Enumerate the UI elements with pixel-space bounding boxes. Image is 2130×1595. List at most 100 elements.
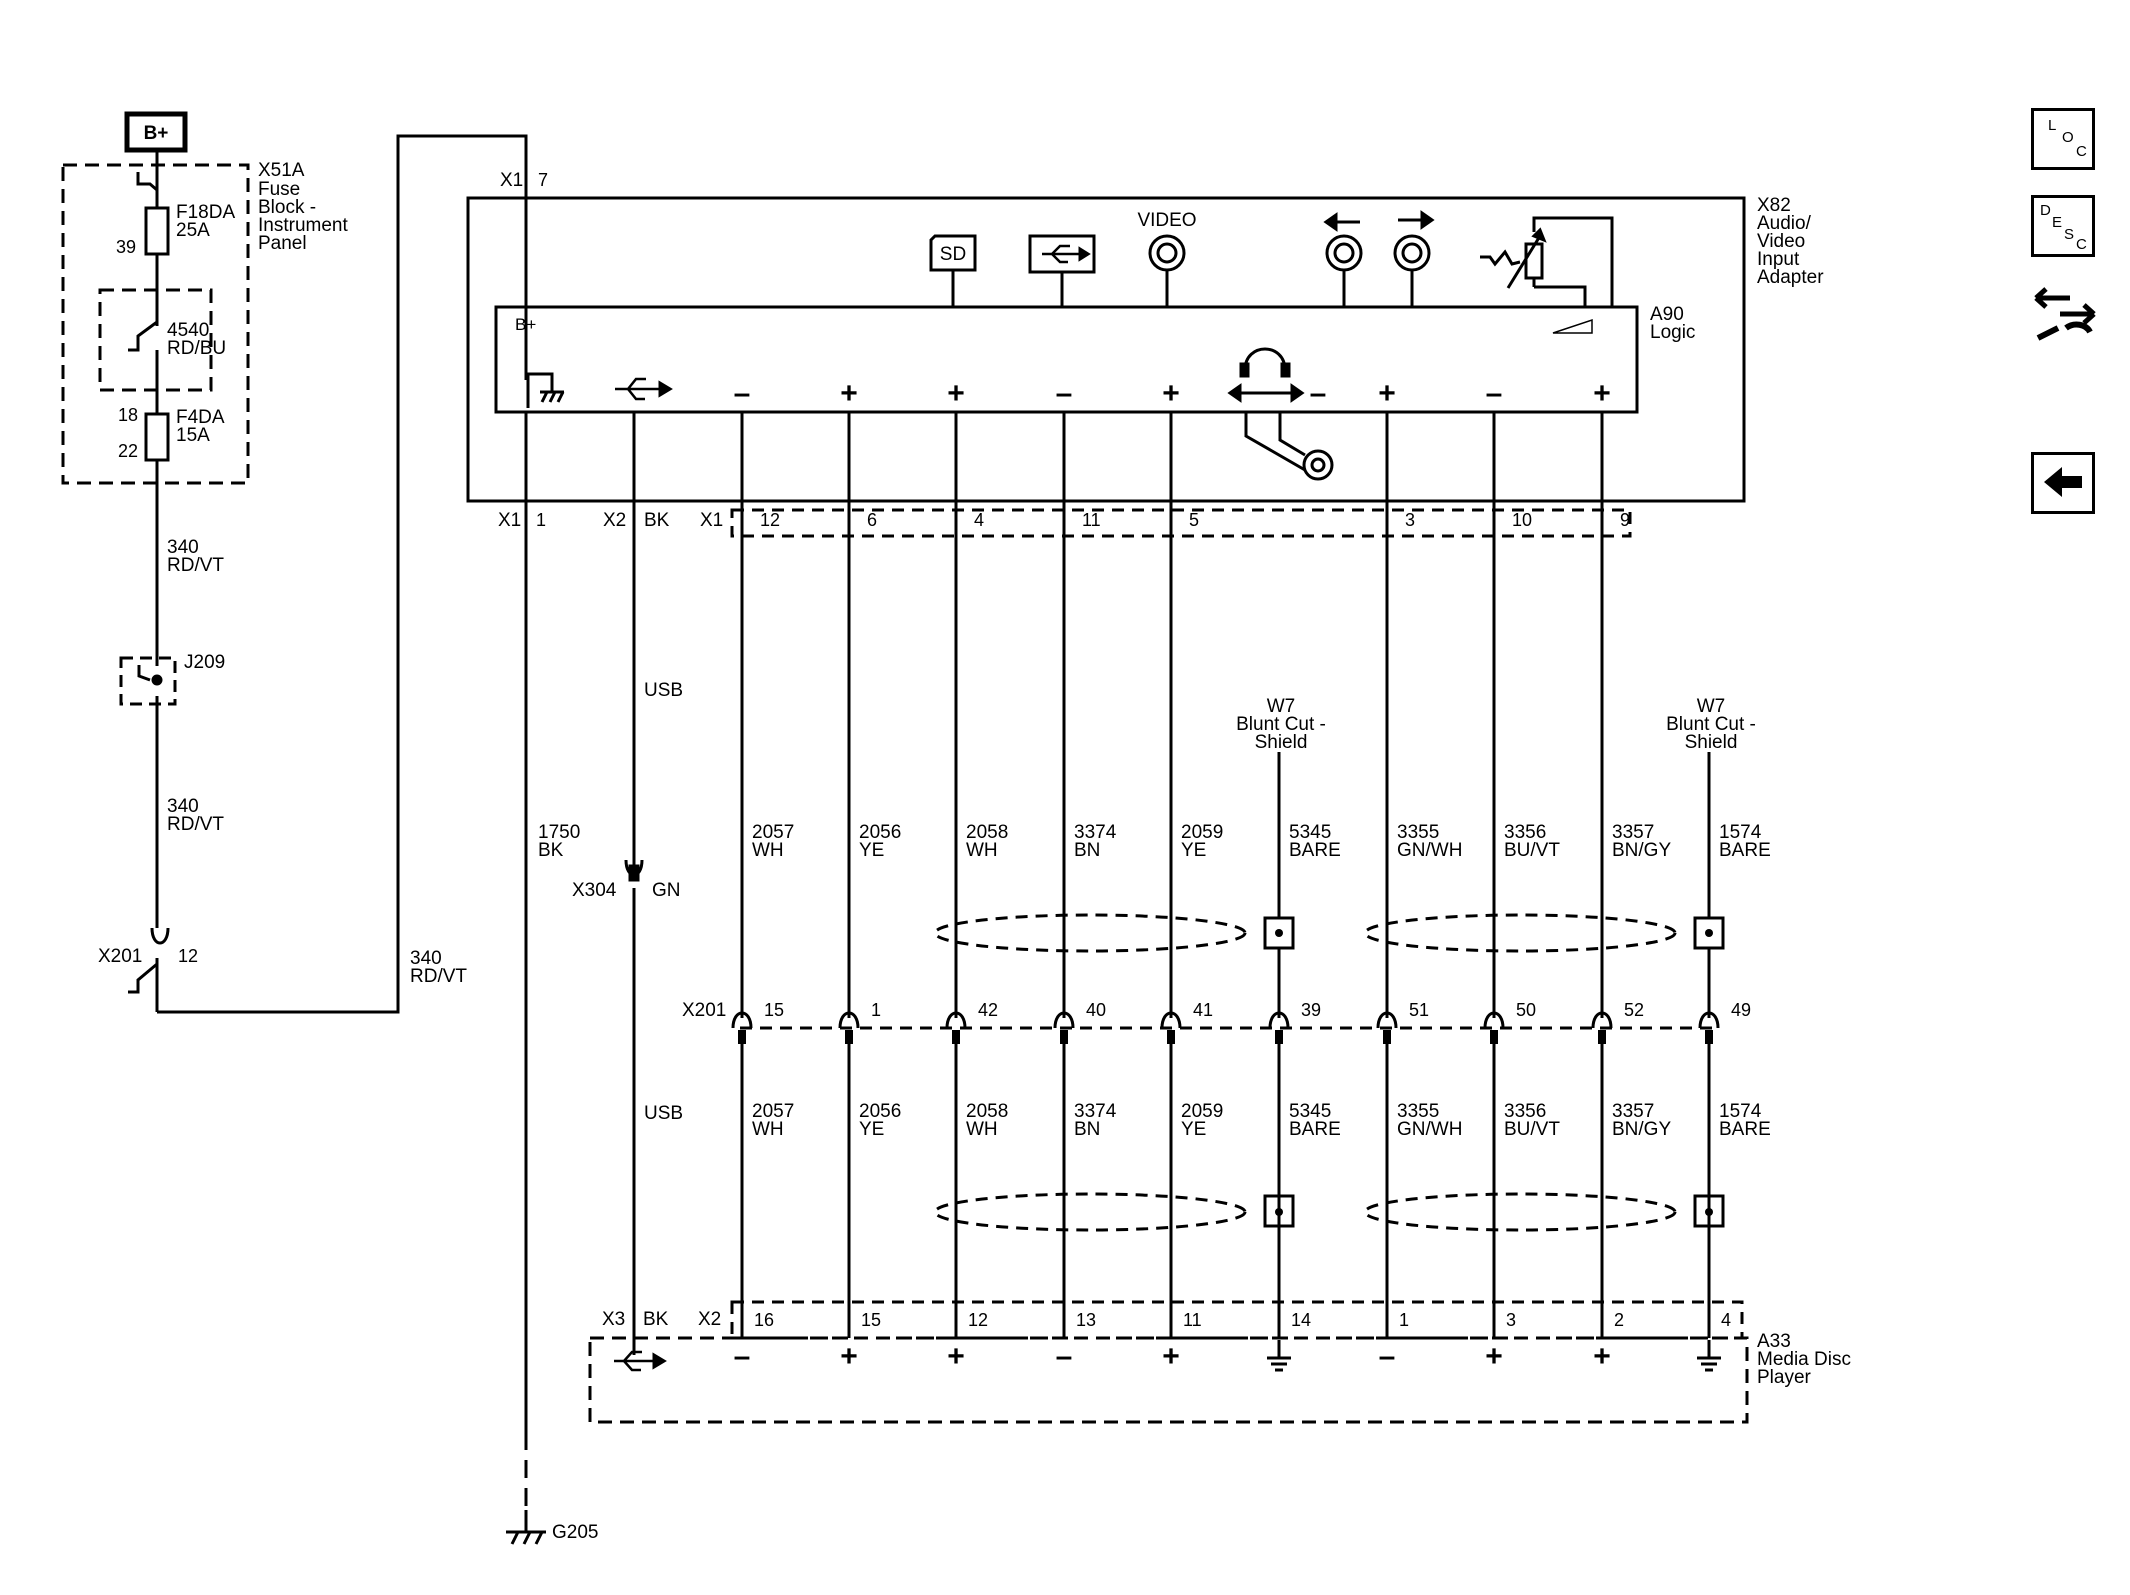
svg-text:X2: X2 [698, 1309, 721, 1330]
wire-circuit: 2056 [859, 1101, 901, 1122]
wire-color: YE [1181, 1119, 1206, 1140]
inline-x201-pin [1060, 1030, 1068, 1044]
shield-ellipse [933, 913, 1247, 953]
a33-pin-number: 14 [1291, 1310, 1311, 1330]
a33-pin-number: 3 [1506, 1310, 1516, 1330]
splice-j209 [119, 656, 177, 706]
svg-text:X1: X1 [500, 170, 523, 191]
inline-x201 [1698, 1011, 1720, 1029]
description-button[interactable]: D E S C [2031, 195, 2095, 257]
svg-text:Audio/: Audio/ [1757, 213, 1812, 234]
module-x82-outline [466, 196, 1746, 503]
x201-pin-number: 42 [978, 1000, 998, 1020]
wire-color: BARE [1289, 1119, 1341, 1140]
fuse-f18da [144, 206, 170, 256]
module-x82-connector: X82 [1757, 195, 1791, 216]
polarity-sign: – [1379, 1340, 1396, 1373]
module-a33-outline [588, 1336, 1749, 1424]
svg-text:Blunt Cut -: Blunt Cut - [1236, 714, 1326, 735]
x1-pin-number: 3 [1405, 510, 1415, 530]
wire-4540-circuit: 4540 [167, 320, 209, 341]
inline-x201-pin [1705, 1030, 1713, 1044]
x1-pin-number: 10 [1512, 510, 1532, 530]
wire-color: BU/VT [1504, 840, 1560, 861]
svg-text:15A: 15A [176, 425, 210, 446]
polarity-sign: – [734, 377, 751, 410]
svg-text:12: 12 [178, 946, 198, 966]
svg-text:BK: BK [644, 510, 670, 531]
connector-x201-label: X201 [682, 1000, 726, 1021]
wire-circuit: 3357 [1612, 1101, 1654, 1122]
inline-x201-pin [1490, 1030, 1498, 1044]
wire-color: YE [1181, 840, 1206, 861]
audio-right-jack-icon [1393, 234, 1431, 272]
shield-ellipse [1363, 913, 1677, 953]
x1-pin-number: 12 [760, 510, 780, 530]
inline-x201 [1483, 1011, 1505, 1029]
polarity-sign: + [1378, 377, 1396, 410]
svg-text:Media Disc: Media Disc [1757, 1349, 1851, 1370]
svg-text:RD/BU: RD/BU [167, 338, 226, 359]
wire-circuit: 2057 [752, 822, 794, 843]
inline-x201-left [150, 927, 170, 945]
wire-circuit: 3356 [1504, 822, 1546, 843]
svg-text:1: 1 [536, 510, 546, 530]
svg-text:Video: Video [1757, 231, 1805, 252]
svg-text:Logic: Logic [1650, 322, 1695, 343]
inline-x201-pin [1598, 1030, 1606, 1044]
module-a90-connector: A90 [1650, 304, 1684, 325]
svg-text:BK: BK [643, 1309, 669, 1330]
x201-pin-number: 41 [1193, 1000, 1213, 1020]
ground-g205-icon [506, 1510, 546, 1545]
x1-pin-number: 9 [1620, 510, 1630, 530]
audio-left-jack-icon [1325, 234, 1363, 272]
svg-text:RD/VT: RD/VT [410, 966, 467, 987]
ground-g205-label: G205 [552, 1522, 598, 1543]
inline-x201 [1268, 1011, 1290, 1029]
a33-pin-number: 12 [968, 1310, 988, 1330]
svg-text:Adapter: Adapter [1757, 267, 1824, 288]
svg-text:BK: BK [538, 840, 564, 861]
x1-pin-number: 4 [974, 510, 984, 530]
inline-x201-pin [1275, 1030, 1283, 1044]
module-a90-outline [494, 305, 1639, 414]
wire-circuit: 2056 [859, 822, 901, 843]
back-button[interactable] [2031, 452, 2095, 514]
x201-pin-number: 52 [1624, 1000, 1644, 1020]
svg-text:Panel: Panel [258, 233, 307, 254]
video-jack-icon [1148, 234, 1186, 272]
svg-text:Shield: Shield [1255, 732, 1308, 753]
svg-text:22: 22 [118, 441, 138, 461]
inline-x201-pin [952, 1030, 960, 1044]
a33-pin-number: 1 [1399, 1310, 1409, 1330]
x1-pin-number: 5 [1189, 510, 1199, 530]
svg-text:Shield: Shield [1685, 732, 1738, 753]
wire-color: BN [1074, 840, 1100, 861]
svg-text:25A: 25A [176, 220, 210, 241]
polarity-sign: – [1056, 377, 1073, 410]
polarity-sign: – [1056, 1340, 1073, 1373]
wire-circuit: 5345 [1289, 822, 1331, 843]
inline-x201-pin [1383, 1030, 1391, 1044]
a33-pin-number: 13 [1076, 1310, 1096, 1330]
shield-drain-dot [1275, 929, 1283, 937]
usb-icon-a90 [615, 377, 660, 401]
wire-color: WH [752, 1119, 784, 1140]
svg-text:340: 340 [410, 948, 442, 969]
wire-circuit: 3355 [1397, 1101, 1439, 1122]
connector-view-icon[interactable] [2030, 280, 2100, 350]
fuse-f4da [144, 412, 170, 462]
svg-text:1750: 1750 [538, 822, 580, 843]
location-button[interactable]: L O C [2031, 108, 2095, 170]
chassis-ground-icon [526, 372, 565, 408]
wire-color: BARE [1719, 1119, 1771, 1140]
svg-text:X1: X1 [700, 510, 723, 531]
wire-color: WH [752, 840, 784, 861]
polarity-sign: – [734, 1340, 751, 1373]
wire-circuit: 1574 [1719, 822, 1762, 843]
wire-circuit: 3374 [1074, 822, 1117, 843]
fuse-f18da-id: F18DA [176, 202, 235, 223]
x201-pin-number: 39 [1301, 1000, 1321, 1020]
connector-x1-audio [730, 508, 1632, 538]
